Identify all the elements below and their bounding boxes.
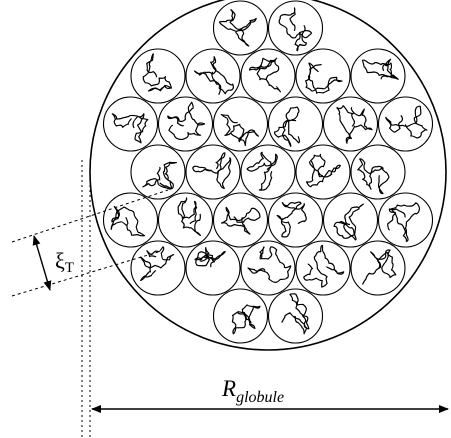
blob-circle xyxy=(240,48,296,104)
blob-circle xyxy=(212,192,269,248)
polymer-chain-squiggle xyxy=(361,249,397,285)
blob-packing xyxy=(102,0,434,344)
blob-circle xyxy=(350,144,406,200)
r-globule-symbol: R xyxy=(221,376,236,401)
xi-subscript: T xyxy=(65,260,74,276)
blob-circle xyxy=(267,288,324,344)
blob-circle xyxy=(350,240,406,296)
xi-symbol: ξ xyxy=(55,248,65,273)
polymer-chain-squiggle xyxy=(278,7,313,52)
blob-circle xyxy=(212,96,269,152)
polymer-chain-squiggle xyxy=(194,56,234,95)
polymer-chain-squiggle xyxy=(246,151,278,191)
blob-circle xyxy=(350,48,406,104)
polymer-chain-squiggle xyxy=(140,246,175,282)
polymer-chain-squiggle xyxy=(219,9,257,47)
blob-circle xyxy=(130,48,186,104)
polymer-chain-squiggle xyxy=(333,203,364,241)
svg-text:Rglobule: Rglobule xyxy=(221,376,284,406)
polymer-chain-squiggle xyxy=(361,58,399,80)
polymer-chain-squiggle xyxy=(336,105,373,144)
blob-circle xyxy=(295,48,351,104)
blob-circle xyxy=(212,0,269,56)
polymer-chain-squiggle xyxy=(247,246,292,283)
blob-circle xyxy=(157,192,214,248)
blob-circle xyxy=(185,48,241,104)
blob-circle xyxy=(157,96,214,152)
svg-text:ξT: ξT xyxy=(55,248,74,276)
blob-circle xyxy=(322,192,379,248)
polymer-chain-squiggle xyxy=(276,201,307,238)
blob-circle xyxy=(212,288,269,344)
polymer-chain-squiggle xyxy=(220,113,260,147)
polymer-chain-squiggle xyxy=(221,206,261,235)
polymer-chain-squiggle xyxy=(110,205,146,237)
blob-circle xyxy=(267,192,324,248)
polymer-chain-squiggle xyxy=(387,202,421,242)
blob-circle xyxy=(130,144,186,200)
polymer-chain-squiggle xyxy=(273,106,301,147)
xi-dashed-line-lower xyxy=(11,251,159,297)
blob-circle xyxy=(295,144,351,200)
polymer-chain-squiggle xyxy=(249,57,281,93)
polymer-chain-squiggle xyxy=(142,53,173,92)
polymer-chain-squiggle xyxy=(177,197,201,237)
polymer-chain-squiggle xyxy=(192,152,232,189)
blob-circle xyxy=(240,240,296,296)
blob-circle xyxy=(185,240,241,296)
blob-circle xyxy=(267,0,324,56)
polymer-chain-squiggle xyxy=(303,244,345,288)
polymer-chain-squiggle xyxy=(111,113,149,144)
globule-outline xyxy=(89,0,447,351)
blob-circle xyxy=(102,192,159,248)
polymer-chain-squiggle xyxy=(281,293,310,335)
polymer-chain-squiggle xyxy=(385,105,428,139)
blob-circle xyxy=(130,240,186,296)
polymer-chain-squiggle xyxy=(167,101,205,141)
polymer-chain-squiggle xyxy=(231,304,261,335)
blob-circle xyxy=(377,96,434,152)
blob-circle xyxy=(185,144,241,200)
blob-circle xyxy=(295,240,351,296)
polymer-chain-squiggle xyxy=(305,153,341,188)
blob-circle xyxy=(267,96,324,152)
blob-circle xyxy=(377,192,434,248)
xi-arrow xyxy=(32,235,52,291)
blob-circle xyxy=(240,144,296,200)
polymer-chain-squiggle xyxy=(142,161,177,190)
r-globule-subscript: globule xyxy=(236,389,284,406)
blob-circle xyxy=(102,96,159,152)
polymer-chain-squiggle xyxy=(194,247,226,268)
polymer-chain-squiggle xyxy=(357,158,390,195)
polymer-chain-squiggle xyxy=(305,62,343,94)
blob-circle xyxy=(322,96,379,152)
